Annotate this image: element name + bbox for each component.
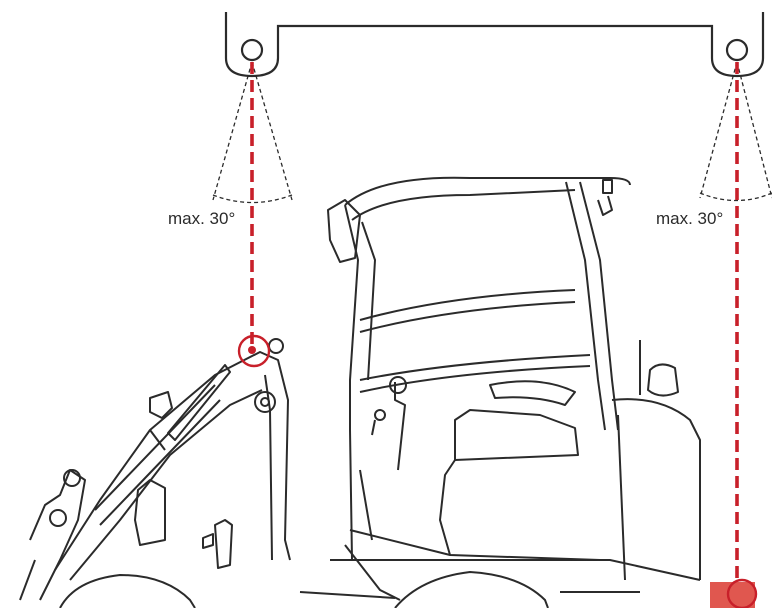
angle-cone-right bbox=[699, 61, 772, 202]
lifting-point-right-icon bbox=[726, 578, 758, 608]
max-angle-label-left: max. 30° bbox=[168, 209, 236, 228]
lifting-point-left-icon bbox=[237, 334, 271, 368]
wheel-loader bbox=[19, 176, 701, 608]
angle-cone-left bbox=[212, 61, 293, 204]
frame-eye-left bbox=[240, 38, 264, 62]
lifting-frame bbox=[224, 12, 765, 78]
frame-eye-right bbox=[725, 38, 749, 62]
max-angle-label-right: max. 30° bbox=[656, 209, 724, 228]
lift-lines bbox=[250, 62, 739, 592]
